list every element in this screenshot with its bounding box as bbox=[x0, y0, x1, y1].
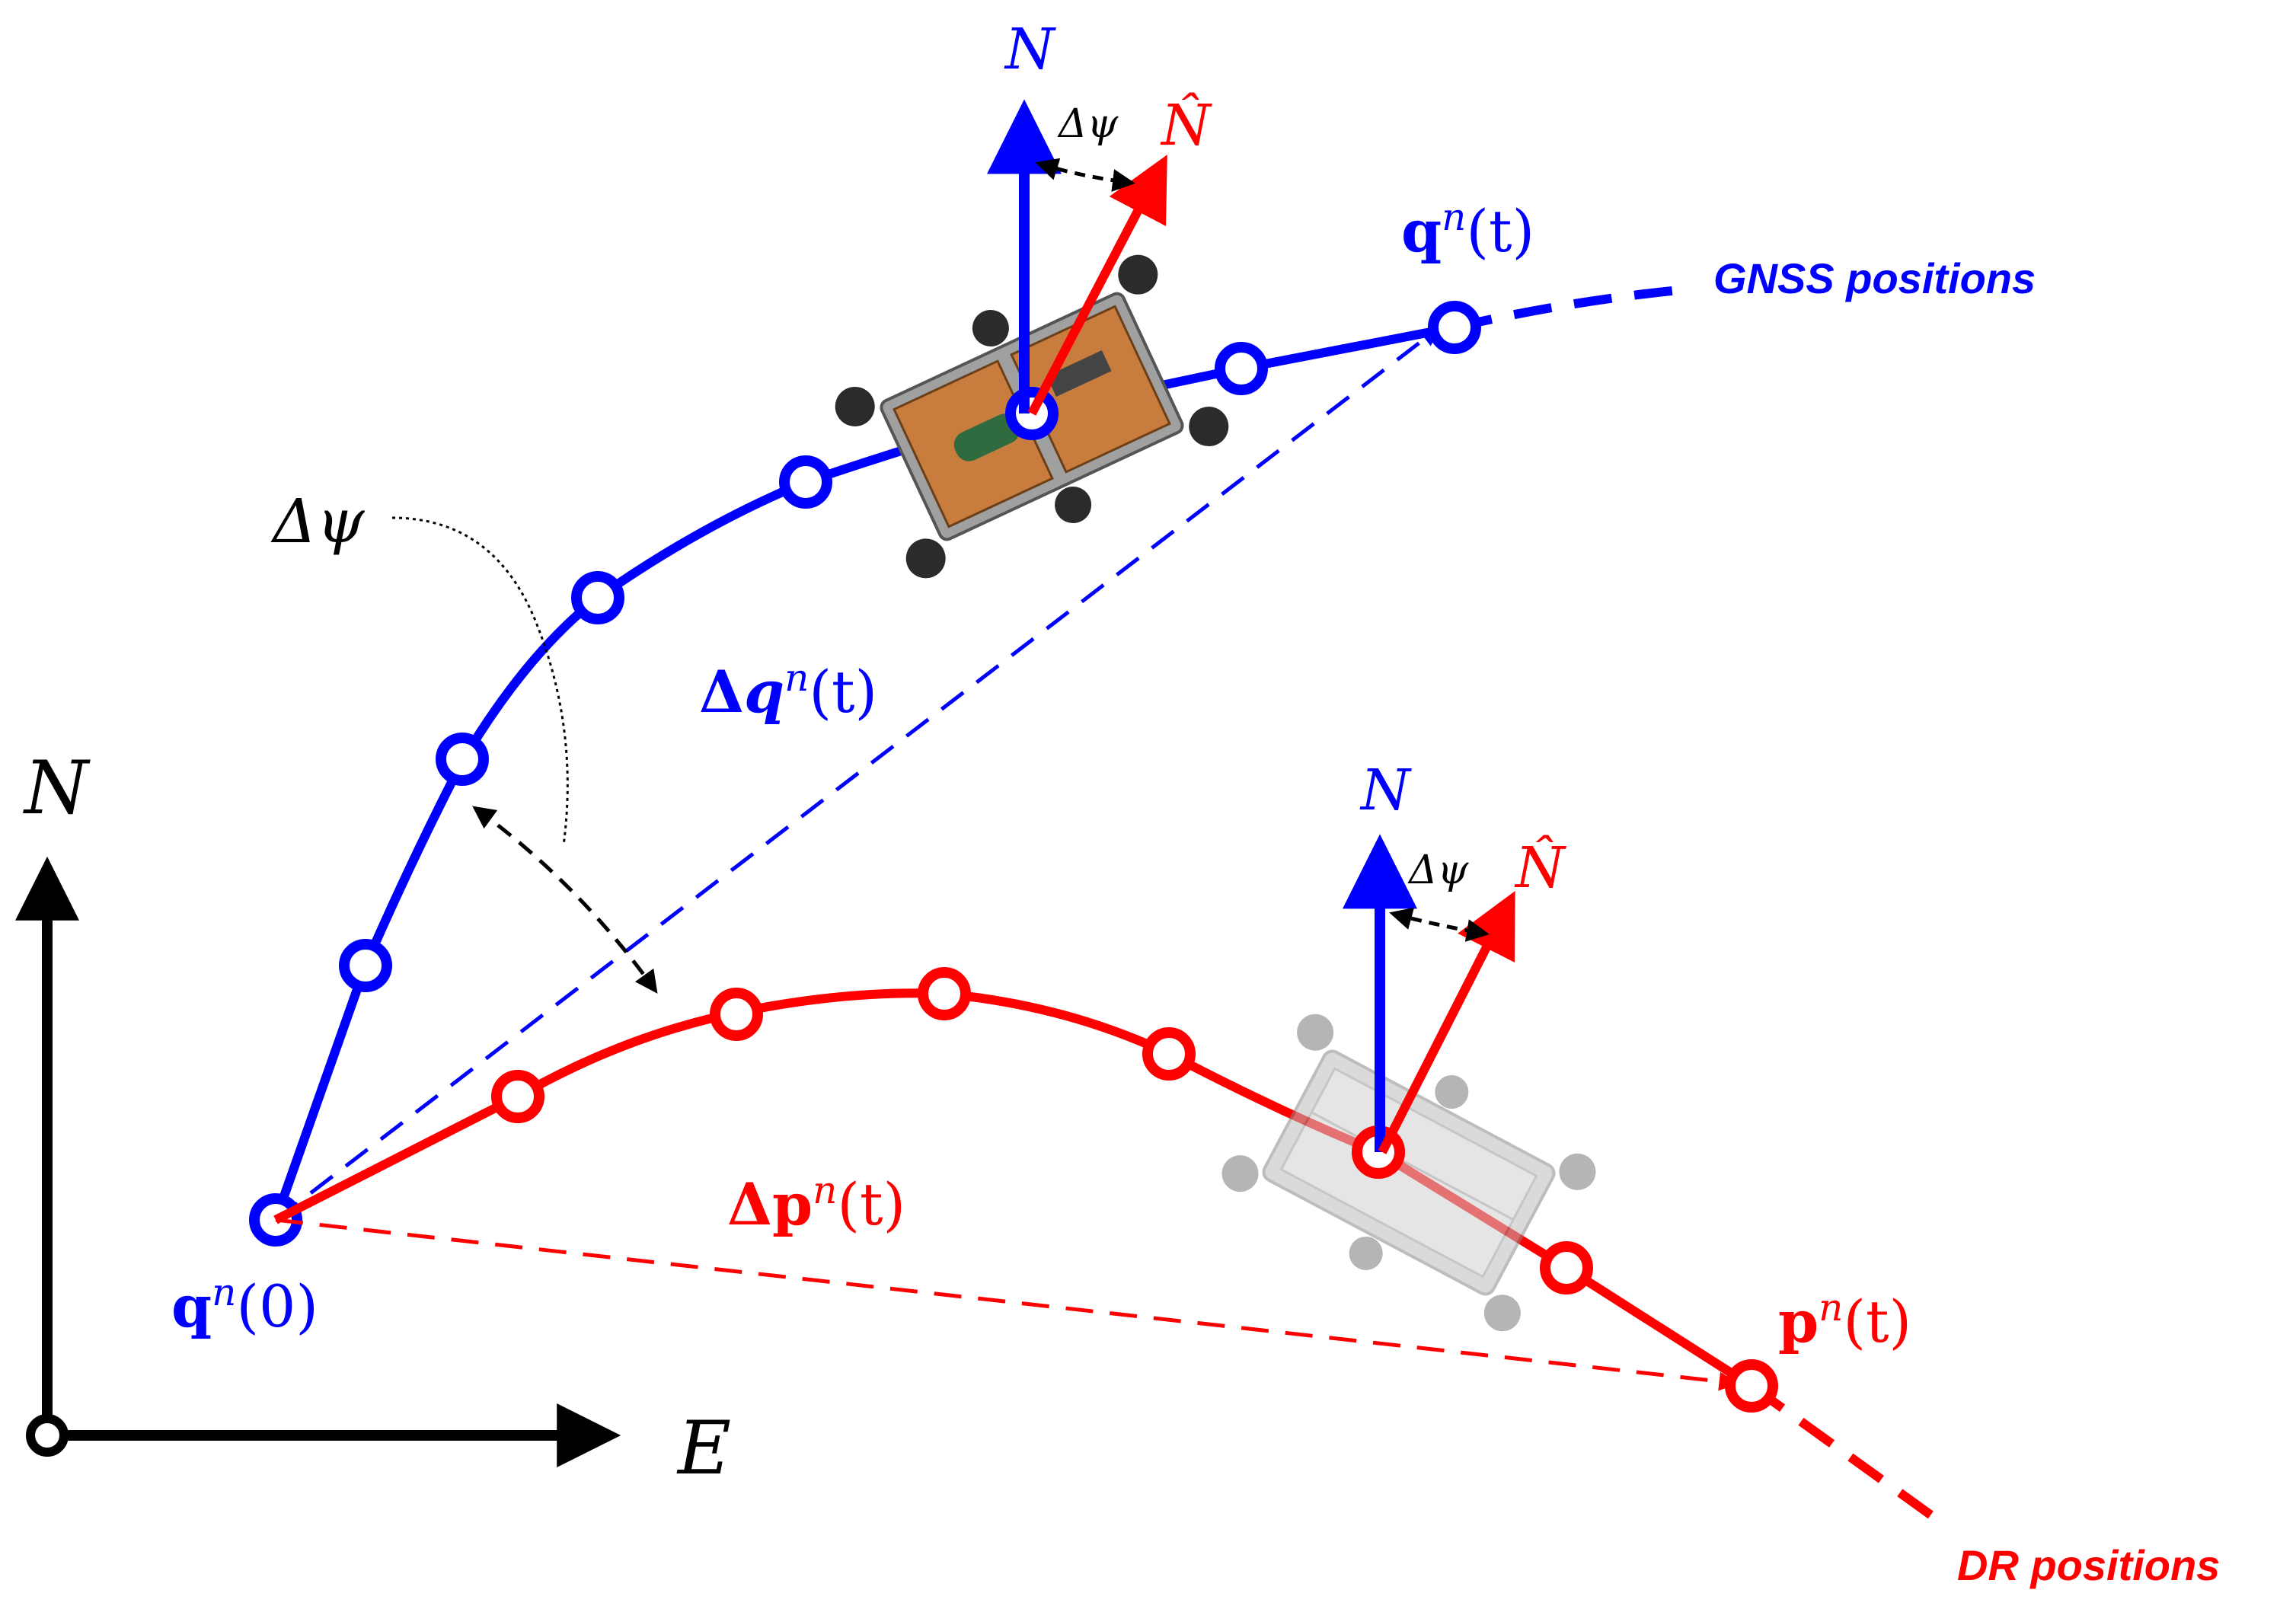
global-axes: N E bbox=[14, 745, 731, 1491]
dr-labels: pn(t) Δpn(t) DR positions bbox=[727, 1168, 2220, 1589]
estimated-north-label: N̂ bbox=[1514, 835, 1566, 901]
dr-end-label: pn(t) bbox=[1778, 1285, 1911, 1355]
heading-frame-bottom: N N̂ Δψ bbox=[1343, 758, 1566, 1154]
gnss-point bbox=[779, 455, 832, 509]
gnss-start-label: qn(0) bbox=[171, 1270, 318, 1340]
east-axis-label: E bbox=[676, 1406, 731, 1491]
estimated-north-label: N̂ bbox=[1160, 92, 1212, 158]
estimated-north-arrow bbox=[1378, 891, 1515, 1154]
true-north-label: N bbox=[1004, 17, 1056, 82]
gnss-point bbox=[1428, 301, 1481, 354]
gnss-labels: qn(0) qn(t) Δqn(t) GNSS positions bbox=[171, 195, 2036, 1340]
heading-offset-label: Δψ bbox=[1057, 101, 1119, 147]
estimated-north-arrow bbox=[1027, 155, 1167, 416]
heading-offset-label: Δψ bbox=[1407, 848, 1470, 893]
dr-point bbox=[918, 967, 971, 1020]
dr-displacement-vector bbox=[275, 1218, 1739, 1391]
gnss-point bbox=[1215, 342, 1268, 395]
heading-offset-arc bbox=[1035, 158, 1135, 192]
true-north-label: N bbox=[1359, 758, 1412, 823]
rotation-label: Δψ bbox=[270, 486, 366, 557]
rotation-annotation: Δψ bbox=[270, 486, 658, 994]
gnss-point bbox=[436, 733, 489, 786]
gnss-point bbox=[339, 939, 392, 992]
gnss-trajectory bbox=[249, 285, 1688, 1247]
heading-offset-arc bbox=[1389, 907, 1490, 942]
gnss-displacement-vector bbox=[274, 327, 1440, 1221]
rotation-arrow bbox=[472, 806, 658, 994]
dr-point bbox=[491, 1070, 544, 1123]
gnss-displacement-label: Δqn(t) bbox=[699, 656, 877, 726]
dr-displacement-label: Δpn(t) bbox=[727, 1168, 905, 1238]
gnss-series-label: GNSS positions bbox=[1713, 254, 2036, 302]
dr-point bbox=[710, 988, 763, 1041]
gnss-point bbox=[571, 571, 624, 624]
robot-vehicle-ghost-icon bbox=[1221, 1014, 1596, 1332]
dr-point bbox=[1725, 1359, 1778, 1413]
origin-point bbox=[26, 1414, 69, 1457]
dr-series-label: DR positions bbox=[1957, 1541, 2220, 1589]
heading-frame-top: N N̂ Δψ bbox=[987, 17, 1212, 416]
dr-point bbox=[1142, 1027, 1196, 1081]
rotation-leader-line bbox=[391, 516, 569, 846]
gnss-end-label: qn(t) bbox=[1401, 195, 1534, 265]
dr-curve-dashed-extension bbox=[1748, 1382, 1945, 1527]
dr-point bbox=[1540, 1241, 1593, 1295]
gnss-curve-dashed-extension bbox=[1453, 285, 1688, 332]
north-axis-label: N bbox=[23, 745, 91, 831]
